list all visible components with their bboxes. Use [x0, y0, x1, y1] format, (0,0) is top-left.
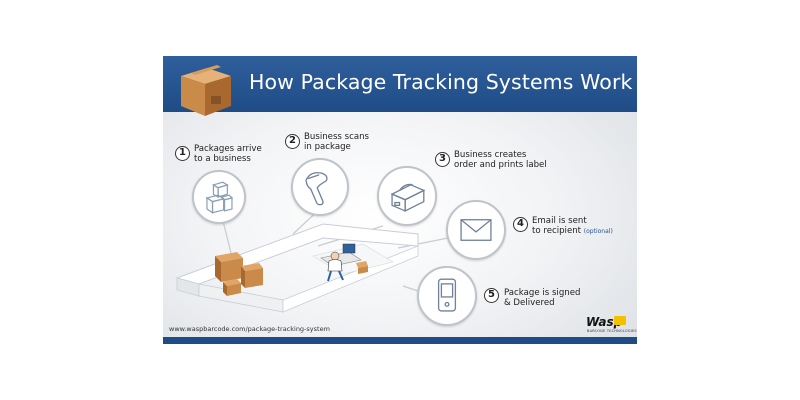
- handheld-device-icon: [437, 278, 457, 312]
- step-2-circle: [291, 158, 349, 216]
- building-walls: [175, 223, 419, 313]
- footer-bar: [163, 337, 637, 344]
- envelope-icon: [460, 219, 492, 241]
- warehouse-scene: [175, 200, 449, 313]
- package-stack-icon: [205, 181, 234, 214]
- step-5-number: 5: [484, 288, 499, 303]
- package-boxes: [215, 252, 263, 296]
- step-2-number: 2: [285, 134, 300, 149]
- step-3-number: 3: [435, 152, 450, 167]
- source-url: www.waspbarcode.com/package-tracking-sys…: [169, 325, 330, 333]
- step-1-circle: [192, 170, 246, 224]
- page-title: How Package Tracking Systems Work: [249, 70, 633, 94]
- label-printer-icon: [390, 183, 426, 212]
- step-1-number: 1: [175, 146, 190, 161]
- header-bar: How Package Tracking Systems Work: [163, 56, 637, 116]
- infographic-card: How Package Tracking Systems Work 1 Pack…: [163, 56, 637, 344]
- package-box-icon: [181, 65, 231, 116]
- step-5-text: Package is signed& Delivered: [504, 288, 581, 308]
- optional-note: (optional): [583, 228, 613, 235]
- brand-tagline: BARCODE TECHNOLOGIES: [587, 329, 637, 333]
- brand-name: Wasp: [586, 315, 623, 329]
- barcode-scanner-icon: [305, 172, 328, 206]
- worker-at-desk: [320, 243, 368, 282]
- step-5-circle: [417, 266, 477, 326]
- step-4-number: 4: [513, 217, 528, 232]
- wasp-logo-icon: [614, 316, 626, 325]
- step-4-circle: [446, 200, 506, 260]
- step-3-circle: [377, 166, 437, 226]
- step-4-text: Email is sent to recipient (optional): [532, 216, 613, 236]
